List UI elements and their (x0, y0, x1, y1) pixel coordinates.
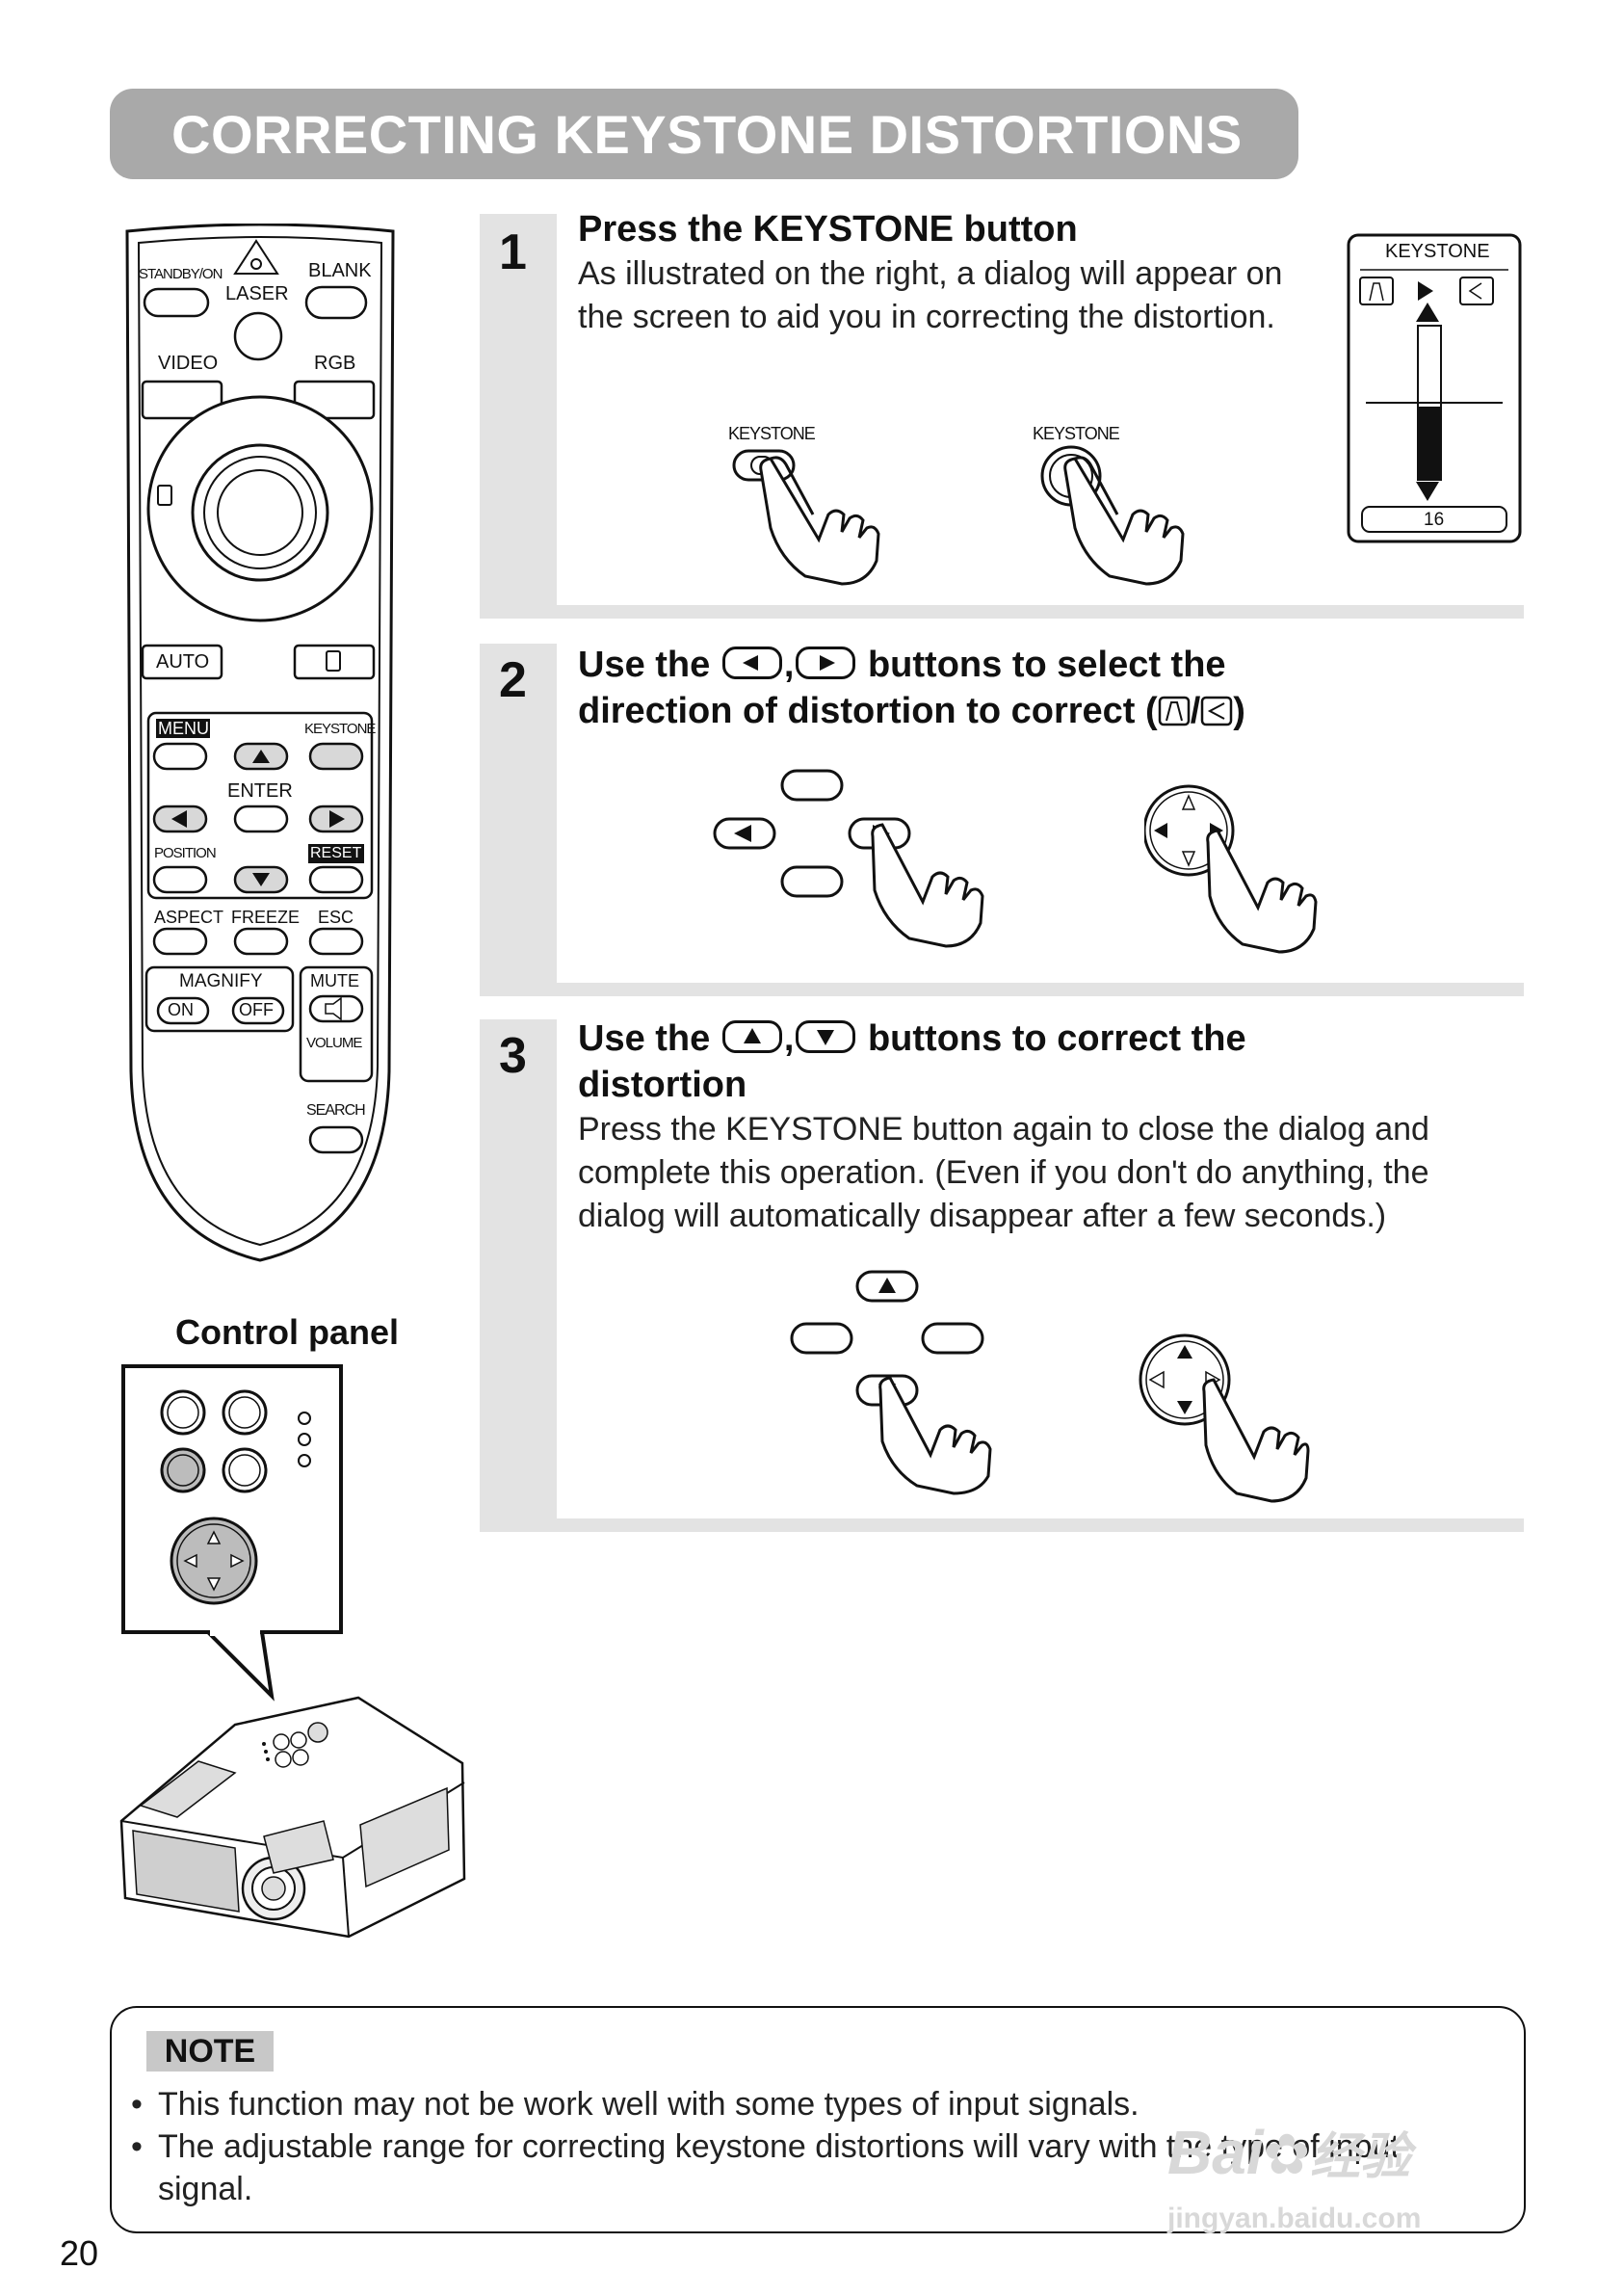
step-2-title-line2-prefix: direction of distortion to correct ( (578, 691, 1158, 731)
keystone-dialog-title: KEYSTONE (1385, 241, 1490, 262)
step-3-remote-arrows (790, 1268, 1002, 1495)
down-button-icon (796, 1019, 856, 1053)
step-3-title-mid: buttons to correct the (867, 1018, 1246, 1059)
hand-press-icon (1040, 445, 1185, 586)
bullet-icon: • (131, 2128, 143, 2165)
step-2-bottom-rule (480, 983, 1524, 996)
step-2-number: 2 (499, 652, 527, 708)
page-number: 20 (60, 2233, 99, 2273)
remote-label-standby: STANDBY/ON (139, 266, 223, 282)
step-1-number: 1 (499, 224, 527, 280)
step-3-title: Use the , buttons to correct the distort… (578, 1016, 1503, 1108)
hand-press-icon (732, 449, 880, 586)
remote-label-blank: BLANK (308, 260, 372, 281)
control-pad-hand-icon (1139, 1333, 1310, 1503)
remote-control-illustration: STANDBY/ON LASER BLANK VIDEO RGB AUTO ME… (116, 223, 405, 1274)
step-3-title-line2: distortion (578, 1065, 747, 1105)
step-2-title: Use the , buttons to select the directio… (578, 645, 1245, 731)
remote-label-menu: MENU (158, 719, 209, 738)
paw-icon: ✿ (1263, 2124, 1311, 2186)
step-2-remote-arrows (711, 767, 990, 950)
step-3-body: Press the KEYSTONE button again to close… (578, 1111, 1429, 1234)
step-1-bottom-rule (480, 605, 1524, 619)
remote-label-position: POSITION (154, 845, 217, 861)
step-2-title-line2-suffix: ) (1233, 691, 1245, 731)
right-button-icon (796, 646, 856, 679)
step-3-control-pad (1137, 1322, 1310, 1505)
remote-label-off: OFF (239, 1000, 274, 1019)
arrow-buttons-hand-icon (790, 1270, 992, 1495)
step-1-body: As illustrated on the right, a dialog wi… (578, 255, 1283, 335)
remote-body-icon (125, 223, 395, 1262)
remote-label-magnify: MAGNIFY (179, 971, 263, 991)
remote-label-esc: ESC (318, 908, 354, 927)
page-title: CORRECTING KEYSTONE DISTORTIONS (171, 104, 1243, 165)
title-banner: CORRECTING KEYSTONE DISTORTIONS (110, 89, 1298, 179)
watermark-brand: Bai (1167, 2118, 1264, 2187)
remote-label-on: ON (168, 1000, 194, 1019)
step-2-control-pad (1142, 773, 1318, 956)
step-2-bar (480, 644, 557, 996)
keystone-label-b: KEYSTONE (1033, 424, 1120, 443)
step-2-title-prefix: Use the (578, 645, 711, 685)
step-3-bar (480, 1019, 557, 1532)
step-3-bottom-rule (480, 1518, 1524, 1532)
remote-label-reset: RESET (310, 845, 362, 861)
projector-icon (119, 1364, 466, 1939)
bullet-icon: • (131, 2086, 143, 2123)
note-item-text: This function may not be work well with … (158, 2086, 1139, 2123)
watermark-brand-cn: 经验 (1310, 2129, 1411, 2185)
note-item-text: The adjustable range for correcting keys… (158, 2128, 1400, 2207)
control-pad-hand-icon (1142, 784, 1318, 954)
up-button-icon (721, 1019, 782, 1053)
comma: , (783, 645, 795, 685)
step-2-title-mid: buttons to select the (867, 645, 1226, 685)
watermark-url: jingyan.baidu.com (1167, 2203, 1422, 2234)
remote-label-aspect: ASPECT (154, 908, 224, 927)
keystone-button-press-a: KEYSTONE (713, 414, 905, 588)
remote-label-video: VIDEO (158, 353, 219, 374)
keystone-dialog-icon (1347, 233, 1522, 543)
remote-label-enter: ENTER (227, 780, 293, 802)
remote-label-keystone: KEYSTONE (304, 721, 376, 737)
note-tag: NOTE (146, 2031, 274, 2072)
remote-label-rgb: RGB (314, 353, 356, 374)
remote-label-volume: VOLUME (306, 1035, 362, 1051)
remote-label-laser: LASER (225, 283, 289, 304)
step-1-bar (480, 214, 557, 619)
remote-label-search: SEARCH (306, 1102, 366, 1119)
remote-label-freeze: FREEZE (231, 908, 301, 927)
step-3-number: 3 (499, 1028, 527, 1084)
keystone-dialog-value: 16 (1424, 510, 1445, 530)
comma: , (783, 1018, 795, 1059)
note-item: • The adjustable range for correcting ke… (131, 2125, 1422, 2210)
control-panel-label: Control panel (175, 1312, 399, 1352)
remote-label-auto: AUTO (156, 651, 210, 673)
keystone-button-press-b: KEYSTONE (1017, 414, 1210, 588)
keystone-dialog: KEYSTONE 16 (1347, 233, 1522, 543)
remote-label-mute: MUTE (310, 971, 359, 990)
horizontal-keystone-icon (1200, 693, 1233, 726)
step-1-title: Press the KEYSTONE button (578, 209, 1078, 250)
note-box (110, 2006, 1526, 2233)
note-list: • This function may not be work well wit… (131, 2083, 1480, 2210)
vertical-keystone-icon (1158, 693, 1191, 726)
left-button-icon (721, 646, 782, 679)
note-item: • This function may not be work well wit… (131, 2083, 1480, 2125)
keystone-label-a: KEYSTONE (728, 424, 816, 443)
control-panel-illustration (119, 1359, 472, 1975)
arrow-buttons-hand-icon (713, 769, 984, 948)
watermark-logo: Bai✿经验 (1167, 2116, 1410, 2188)
step-3-title-prefix: Use the (578, 1018, 711, 1059)
